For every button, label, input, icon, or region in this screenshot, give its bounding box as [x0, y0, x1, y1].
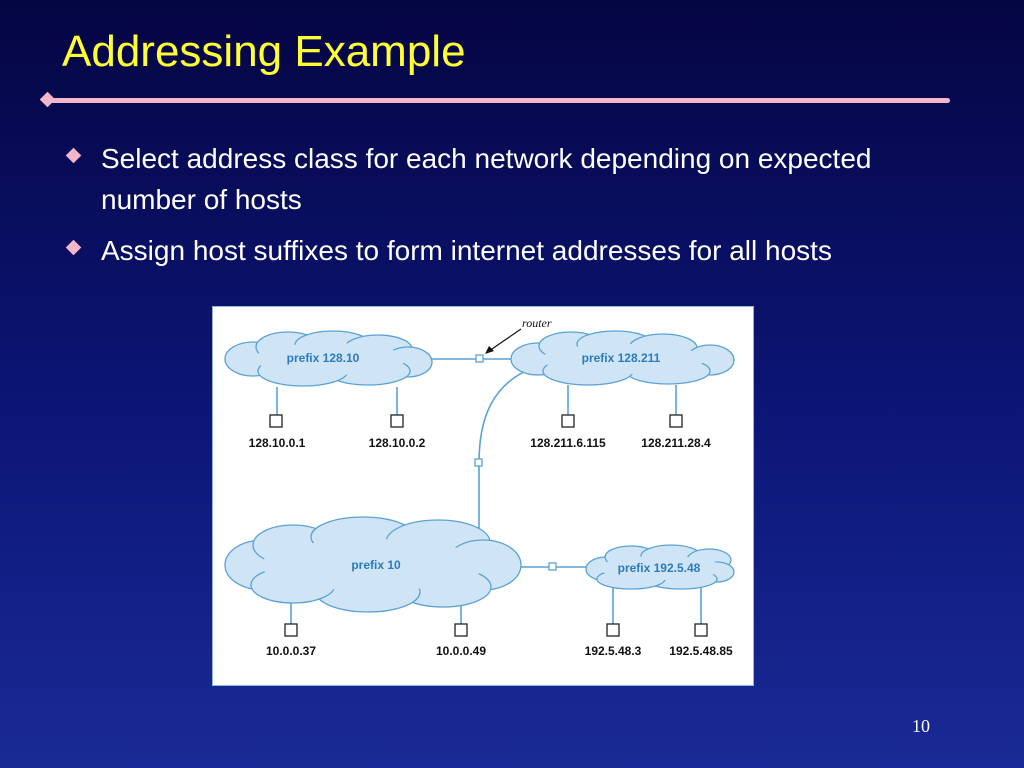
host-address-label: 10.0.0.37 — [266, 644, 316, 658]
network-label: prefix 10 — [351, 558, 401, 572]
router-icon — [548, 562, 557, 571]
host-icon — [269, 414, 283, 428]
network-diagram: router prefix 128.10 prefix 128.211 pref… — [212, 306, 754, 686]
host-icon — [606, 623, 620, 637]
network-label: prefix 128.10 — [287, 351, 360, 365]
host-address-label: 192.5.48.85 — [669, 644, 733, 658]
host-icon — [390, 414, 404, 428]
page-number: 10 — [912, 716, 930, 736]
router-icon — [474, 458, 483, 467]
bullet-item: Assign host suffixes to form internet ad… — [64, 230, 944, 271]
host-icon — [694, 623, 708, 637]
network-label: prefix 128.211 — [582, 351, 661, 365]
host-icon — [669, 414, 683, 428]
title-rule — [50, 98, 950, 103]
network-diagram-svg: router prefix 128.10 prefix 128.211 pref… — [224, 316, 735, 658]
diamond-bullet-icon — [65, 239, 82, 256]
cloud-network-128-211 — [510, 330, 735, 386]
host-address-label: 128.10.0.2 — [369, 436, 426, 450]
cloud-network-10 — [224, 516, 522, 613]
bullet-item: Select address class for each network de… — [64, 138, 944, 220]
router-icon — [475, 354, 484, 363]
diamond-bullet-icon — [65, 147, 82, 164]
host-icon — [454, 623, 468, 637]
bullet-text: Assign host suffixes to form internet ad… — [101, 235, 832, 266]
host-address-label: 128.211.28.4 — [641, 436, 711, 450]
router-label: router — [522, 316, 552, 330]
cloud-network-128-10 — [224, 330, 433, 387]
cloud-network-192-5-48 — [585, 544, 735, 590]
slide-title: Addressing Example — [62, 27, 466, 76]
host-address-label: 128.10.0.1 — [249, 436, 306, 450]
wire — [478, 368, 531, 539]
bullet-text: Select address class for each network de… — [101, 143, 872, 215]
host-icon — [284, 623, 298, 637]
host-icon — [561, 414, 575, 428]
router-pointer-arrowhead-icon — [485, 346, 494, 354]
host-address-label: 128.211.6.115 — [530, 436, 606, 450]
network-label: prefix 192.5.48 — [618, 561, 701, 575]
host-address-label: 10.0.0.49 — [436, 644, 486, 658]
router-pointer — [488, 328, 522, 352]
host-address-label: 192.5.48.3 — [585, 644, 642, 658]
bullet-list: Select address class for each network de… — [64, 138, 944, 281]
